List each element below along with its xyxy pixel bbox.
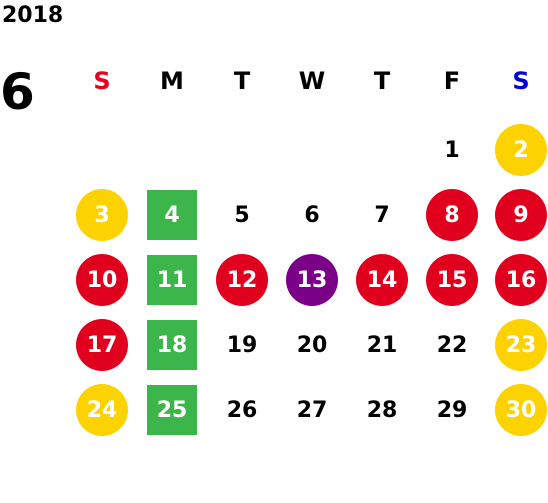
calendar-year: 2018 xyxy=(2,3,64,28)
day-cell-monday-marked[interactable]: 25 xyxy=(147,385,197,435)
day-cell[interactable]: 19 xyxy=(226,332,258,358)
day-cell[interactable]: 1 xyxy=(444,137,460,163)
day-cell-monday-marked[interactable]: 18 xyxy=(147,320,197,370)
day-cell-highlighted[interactable]: 17 xyxy=(76,319,128,371)
day-cell-weekend[interactable]: 23 xyxy=(495,319,547,371)
day-cell[interactable]: 7 xyxy=(374,202,390,228)
day-cell-highlighted[interactable]: 12 xyxy=(216,254,268,306)
day-cell-weekend[interactable]: 3 xyxy=(76,189,128,241)
weekday-thursday: T xyxy=(373,67,391,95)
day-cell-weekend[interactable]: 24 xyxy=(76,384,128,436)
day-cell[interactable]: 5 xyxy=(234,202,250,228)
day-cell-highlighted[interactable]: 8 xyxy=(426,189,478,241)
day-cell[interactable]: 22 xyxy=(436,332,468,358)
weekday-monday: M xyxy=(160,67,184,95)
day-cell-highlighted[interactable]: 16 xyxy=(495,254,547,306)
day-cell-weekend[interactable]: 30 xyxy=(495,384,547,436)
weekday-sunday: S xyxy=(93,67,111,95)
calendar-month: 6 xyxy=(0,63,35,121)
day-cell[interactable]: 21 xyxy=(366,332,398,358)
day-cell[interactable]: 6 xyxy=(304,202,320,228)
day-cell[interactable]: 20 xyxy=(296,332,328,358)
weekday-wednesday: W xyxy=(298,67,326,95)
day-cell-monday-marked[interactable]: 4 xyxy=(147,190,197,240)
day-cell-highlighted[interactable]: 15 xyxy=(426,254,478,306)
day-cell-weekend[interactable]: 2 xyxy=(495,124,547,176)
day-cell-highlighted[interactable]: 9 xyxy=(495,189,547,241)
weekday-saturday: S xyxy=(512,67,530,95)
day-cell[interactable]: 28 xyxy=(366,397,398,423)
day-cell[interactable]: 26 xyxy=(226,397,258,423)
day-cell-special[interactable]: 13 xyxy=(286,254,338,306)
weekday-friday: F xyxy=(443,67,461,95)
day-cell-highlighted[interactable]: 14 xyxy=(356,254,408,306)
day-cell-monday-marked[interactable]: 11 xyxy=(147,255,197,305)
weekday-tuesday: T xyxy=(233,67,251,95)
day-cell-highlighted[interactable]: 10 xyxy=(76,254,128,306)
day-cell[interactable]: 29 xyxy=(436,397,468,423)
day-cell[interactable]: 27 xyxy=(296,397,328,423)
